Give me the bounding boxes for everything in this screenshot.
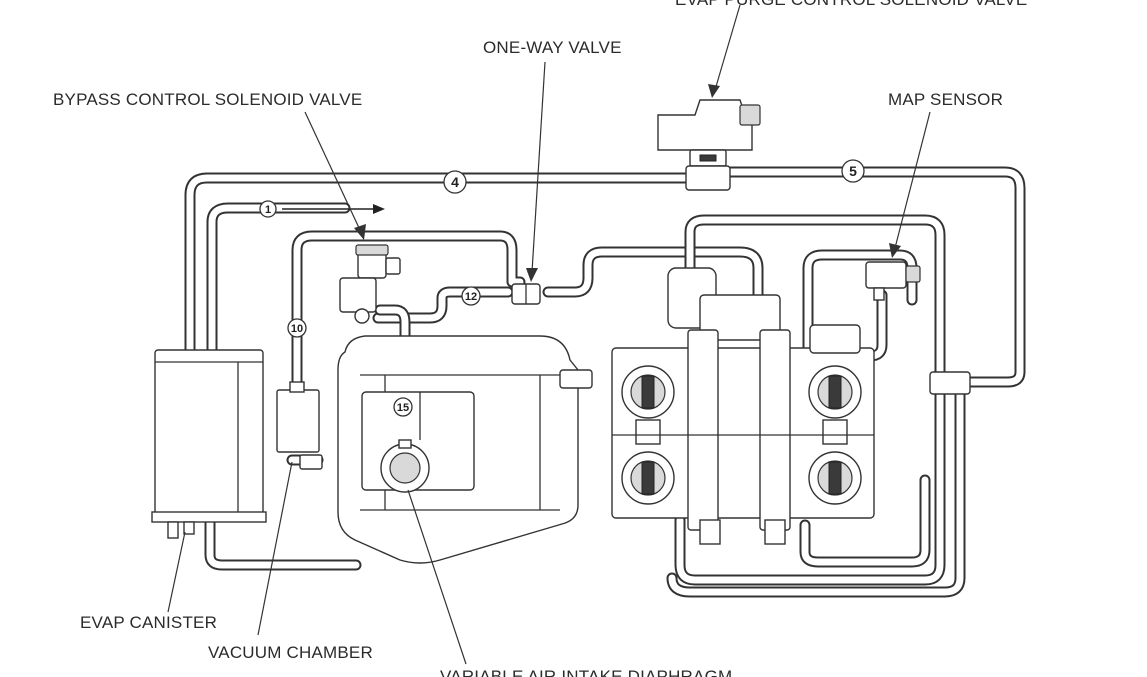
label-vacuum-chamber: VACUUM CHAMBER xyxy=(208,643,373,662)
hose-number-5-text: 5 xyxy=(849,163,857,179)
map-sensor xyxy=(865,261,921,301)
hose-number-4-text: 4 xyxy=(451,174,459,190)
hose-number-12-text: 12 xyxy=(465,291,477,303)
hose-number-10-text: 10 xyxy=(291,323,303,335)
label-one-way-valve: ONE-WAY VALVE xyxy=(483,38,622,57)
evap-canister xyxy=(151,349,267,539)
flow-arrow xyxy=(282,204,385,214)
hose-number-15-text: 15 xyxy=(397,402,409,414)
label-air-intake-diaphragm: VARIABLE AIR INTAKE DIAPHRAGM xyxy=(440,667,732,677)
air-intake-housing xyxy=(299,335,593,564)
hose-number-10: 10 xyxy=(287,318,307,338)
hose-callouts: 1 4 5 10 12 15 xyxy=(259,159,865,417)
throttle-body-assembly xyxy=(611,267,971,545)
air-intake-diaphragm xyxy=(380,439,430,493)
hose-number-4: 4 xyxy=(443,170,467,194)
hose-number-1: 1 xyxy=(259,200,277,218)
hose-number-5: 5 xyxy=(841,159,865,183)
bypass-control-solenoid-valve xyxy=(339,244,401,324)
one-way-valve xyxy=(511,283,541,305)
vacuum-chamber xyxy=(276,381,320,453)
label-map-sensor: MAP SENSOR xyxy=(888,90,1003,109)
label-evap-canister: EVAP CANISTER xyxy=(80,613,217,632)
label-bypass-valve: BYPASS CONTROL SOLENOID VALVE xyxy=(53,90,362,109)
leader-lines xyxy=(167,4,931,665)
hose-number-1-text: 1 xyxy=(265,204,271,216)
hose-number-12: 12 xyxy=(461,286,481,306)
component-labels: EVAP PURGE CONTROL SOLENOID VALVE ONE-WA… xyxy=(53,0,1027,677)
label-purge-valve: EVAP PURGE CONTROL SOLENOID VALVE xyxy=(675,0,1027,9)
hose-number-15: 15 xyxy=(393,397,413,417)
hose-lines xyxy=(184,166,1026,598)
evap-purge-control-solenoid-valve xyxy=(657,99,761,191)
